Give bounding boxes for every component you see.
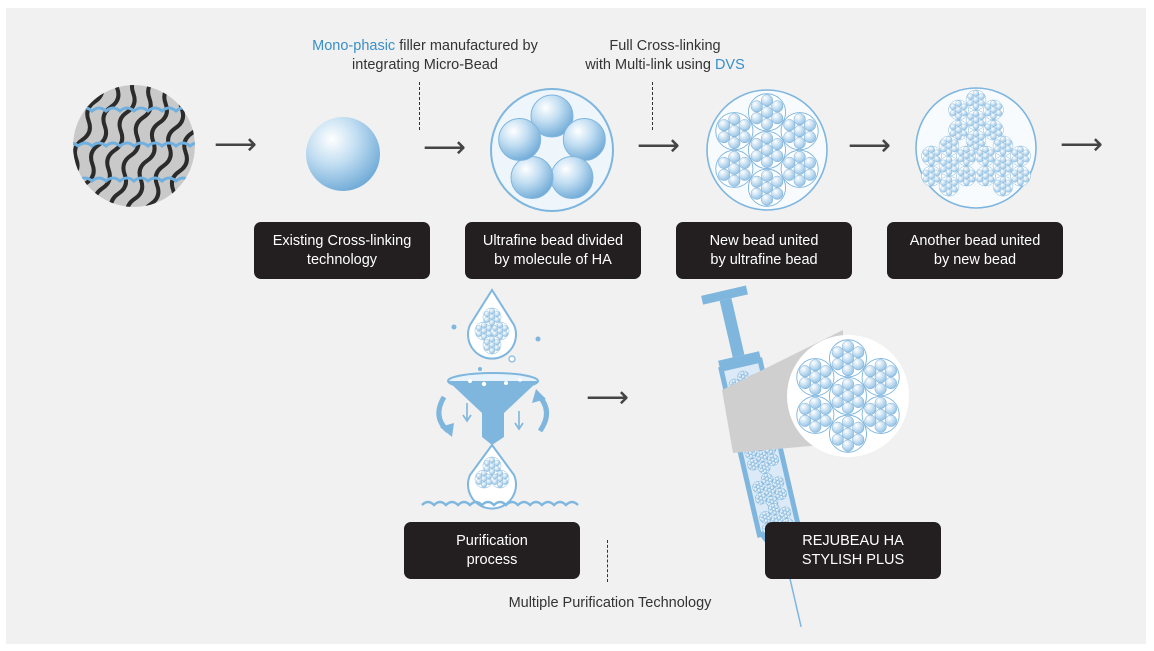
single-micro-bead-illustration (306, 117, 380, 191)
label-existing-line2: technology (306, 251, 378, 268)
label-purification-line1: Purification (456, 532, 528, 549)
leader-line-purification (607, 540, 608, 582)
flow-arrow-5: ⟶ (1060, 127, 1104, 162)
new-bead-united-illustration (706, 89, 828, 211)
crosslink-note-line2: with Multi-link using DVS (570, 56, 760, 75)
purification-note: Multiple Purification Technology (508, 595, 712, 611)
polymer-strands (73, 85, 195, 207)
label-ultrafine-line2: by molecule of HA (494, 251, 612, 268)
label-newbead-line2: by ultrafine bead (710, 251, 818, 268)
label-existing-crosslink: Existing Cross-linking technology (254, 222, 430, 279)
purification-illustration (421, 288, 579, 510)
leader-line-monophasic (419, 82, 420, 130)
dvs-highlight: DVS (714, 57, 745, 73)
zoomed-bead-illustration (787, 335, 909, 457)
label-ultrafine-bead: Ultrafine bead divided by molecule of HA (465, 222, 641, 279)
another-bead-united-illustration (915, 87, 1037, 209)
flow-arrow-3: ⟶ (637, 128, 681, 163)
label-another-line1: Another bead united (909, 232, 1041, 249)
monophasic-note-line2: integrating Micro-Bead (352, 57, 498, 73)
flow-arrow-4: ⟶ (848, 128, 892, 163)
crosslink-text: with Multi-link using (585, 57, 715, 73)
monophasic-note-line1: Mono-phasic filler manufactured by (280, 37, 570, 56)
label-existing-line1: Existing Cross-linking (272, 232, 412, 249)
label-newbead-line1: New bead united (709, 232, 819, 249)
label-purification-line2: process (466, 551, 518, 568)
label-another-line2: by new bead (933, 251, 1017, 268)
label-ultrafine-line1: Ultrafine bead divided (482, 232, 624, 249)
label-another-bead: Another bead united by new bead (887, 222, 1063, 279)
existing-crosslink-illustration (73, 85, 195, 207)
flow-arrow-2: ⟶ (423, 130, 467, 165)
label-purification-process: Purification process (404, 522, 580, 579)
label-product-line1: REJUBEAU HA (802, 532, 904, 549)
monophasic-note: Mono-phasic filler manufactured by integ… (280, 37, 570, 75)
monophasic-highlight: Mono-phasic (312, 38, 396, 54)
label-new-bead: New bead united by ultrafine bead (676, 222, 852, 279)
leader-line-crosslink (652, 82, 653, 130)
monophasic-text: filler manufactured by (395, 38, 538, 54)
ultrafine-beads-illustration (490, 88, 614, 212)
crosslink-note: Full Cross-linking with Multi-link using… (570, 37, 760, 75)
flow-arrow-6: ⟶ (586, 380, 630, 415)
label-product-name: REJUBEAU HA STYLISH PLUS (765, 522, 941, 579)
flow-arrow-1: ⟶ (214, 127, 258, 162)
label-product-line2: STYLISH PLUS (801, 551, 905, 568)
crosslink-note-line1: Full Cross-linking (609, 38, 721, 54)
